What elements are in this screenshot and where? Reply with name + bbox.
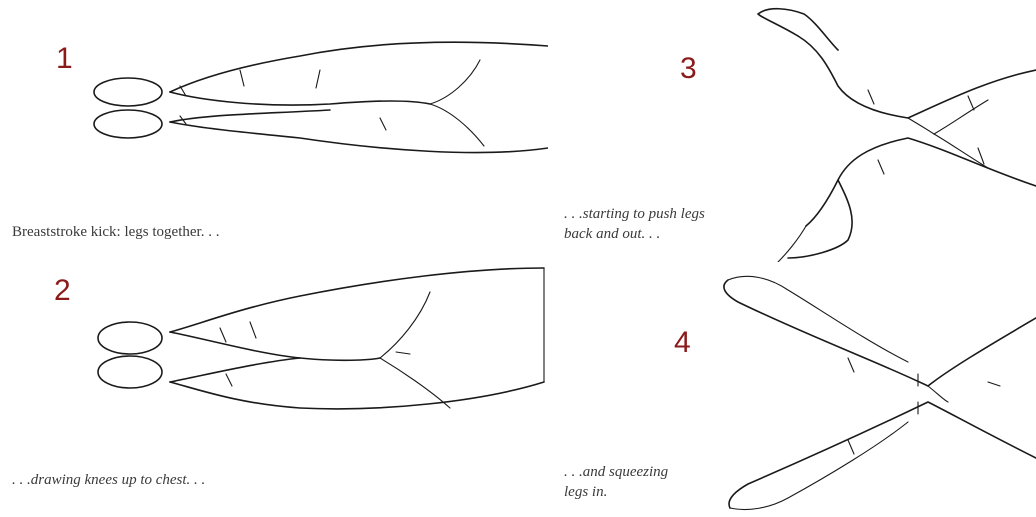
step-number: 4: [674, 328, 691, 358]
step-number: 1: [56, 44, 73, 74]
step-caption: . . .starting to push legs back and out.…: [564, 204, 705, 244]
step-number: 3: [680, 54, 697, 84]
step-number: 2: [54, 276, 71, 306]
panel-2: 2 . . .drawing knees up to chest. . .: [0, 262, 548, 517]
step-caption: . . .and squeezing legs in.: [564, 462, 668, 502]
panel-3: 3 . . .starting to push legs back and ou…: [548, 0, 1036, 262]
panel-1: 1 Breaststroke kick: legs together. . .: [0, 0, 548, 262]
step-caption: . . .drawing knees up to chest. . .: [12, 470, 205, 490]
panel-4: 4 . . .and squeezing legs in.: [548, 262, 1036, 517]
step-caption: Breaststroke kick: legs together. . .: [12, 222, 219, 242]
